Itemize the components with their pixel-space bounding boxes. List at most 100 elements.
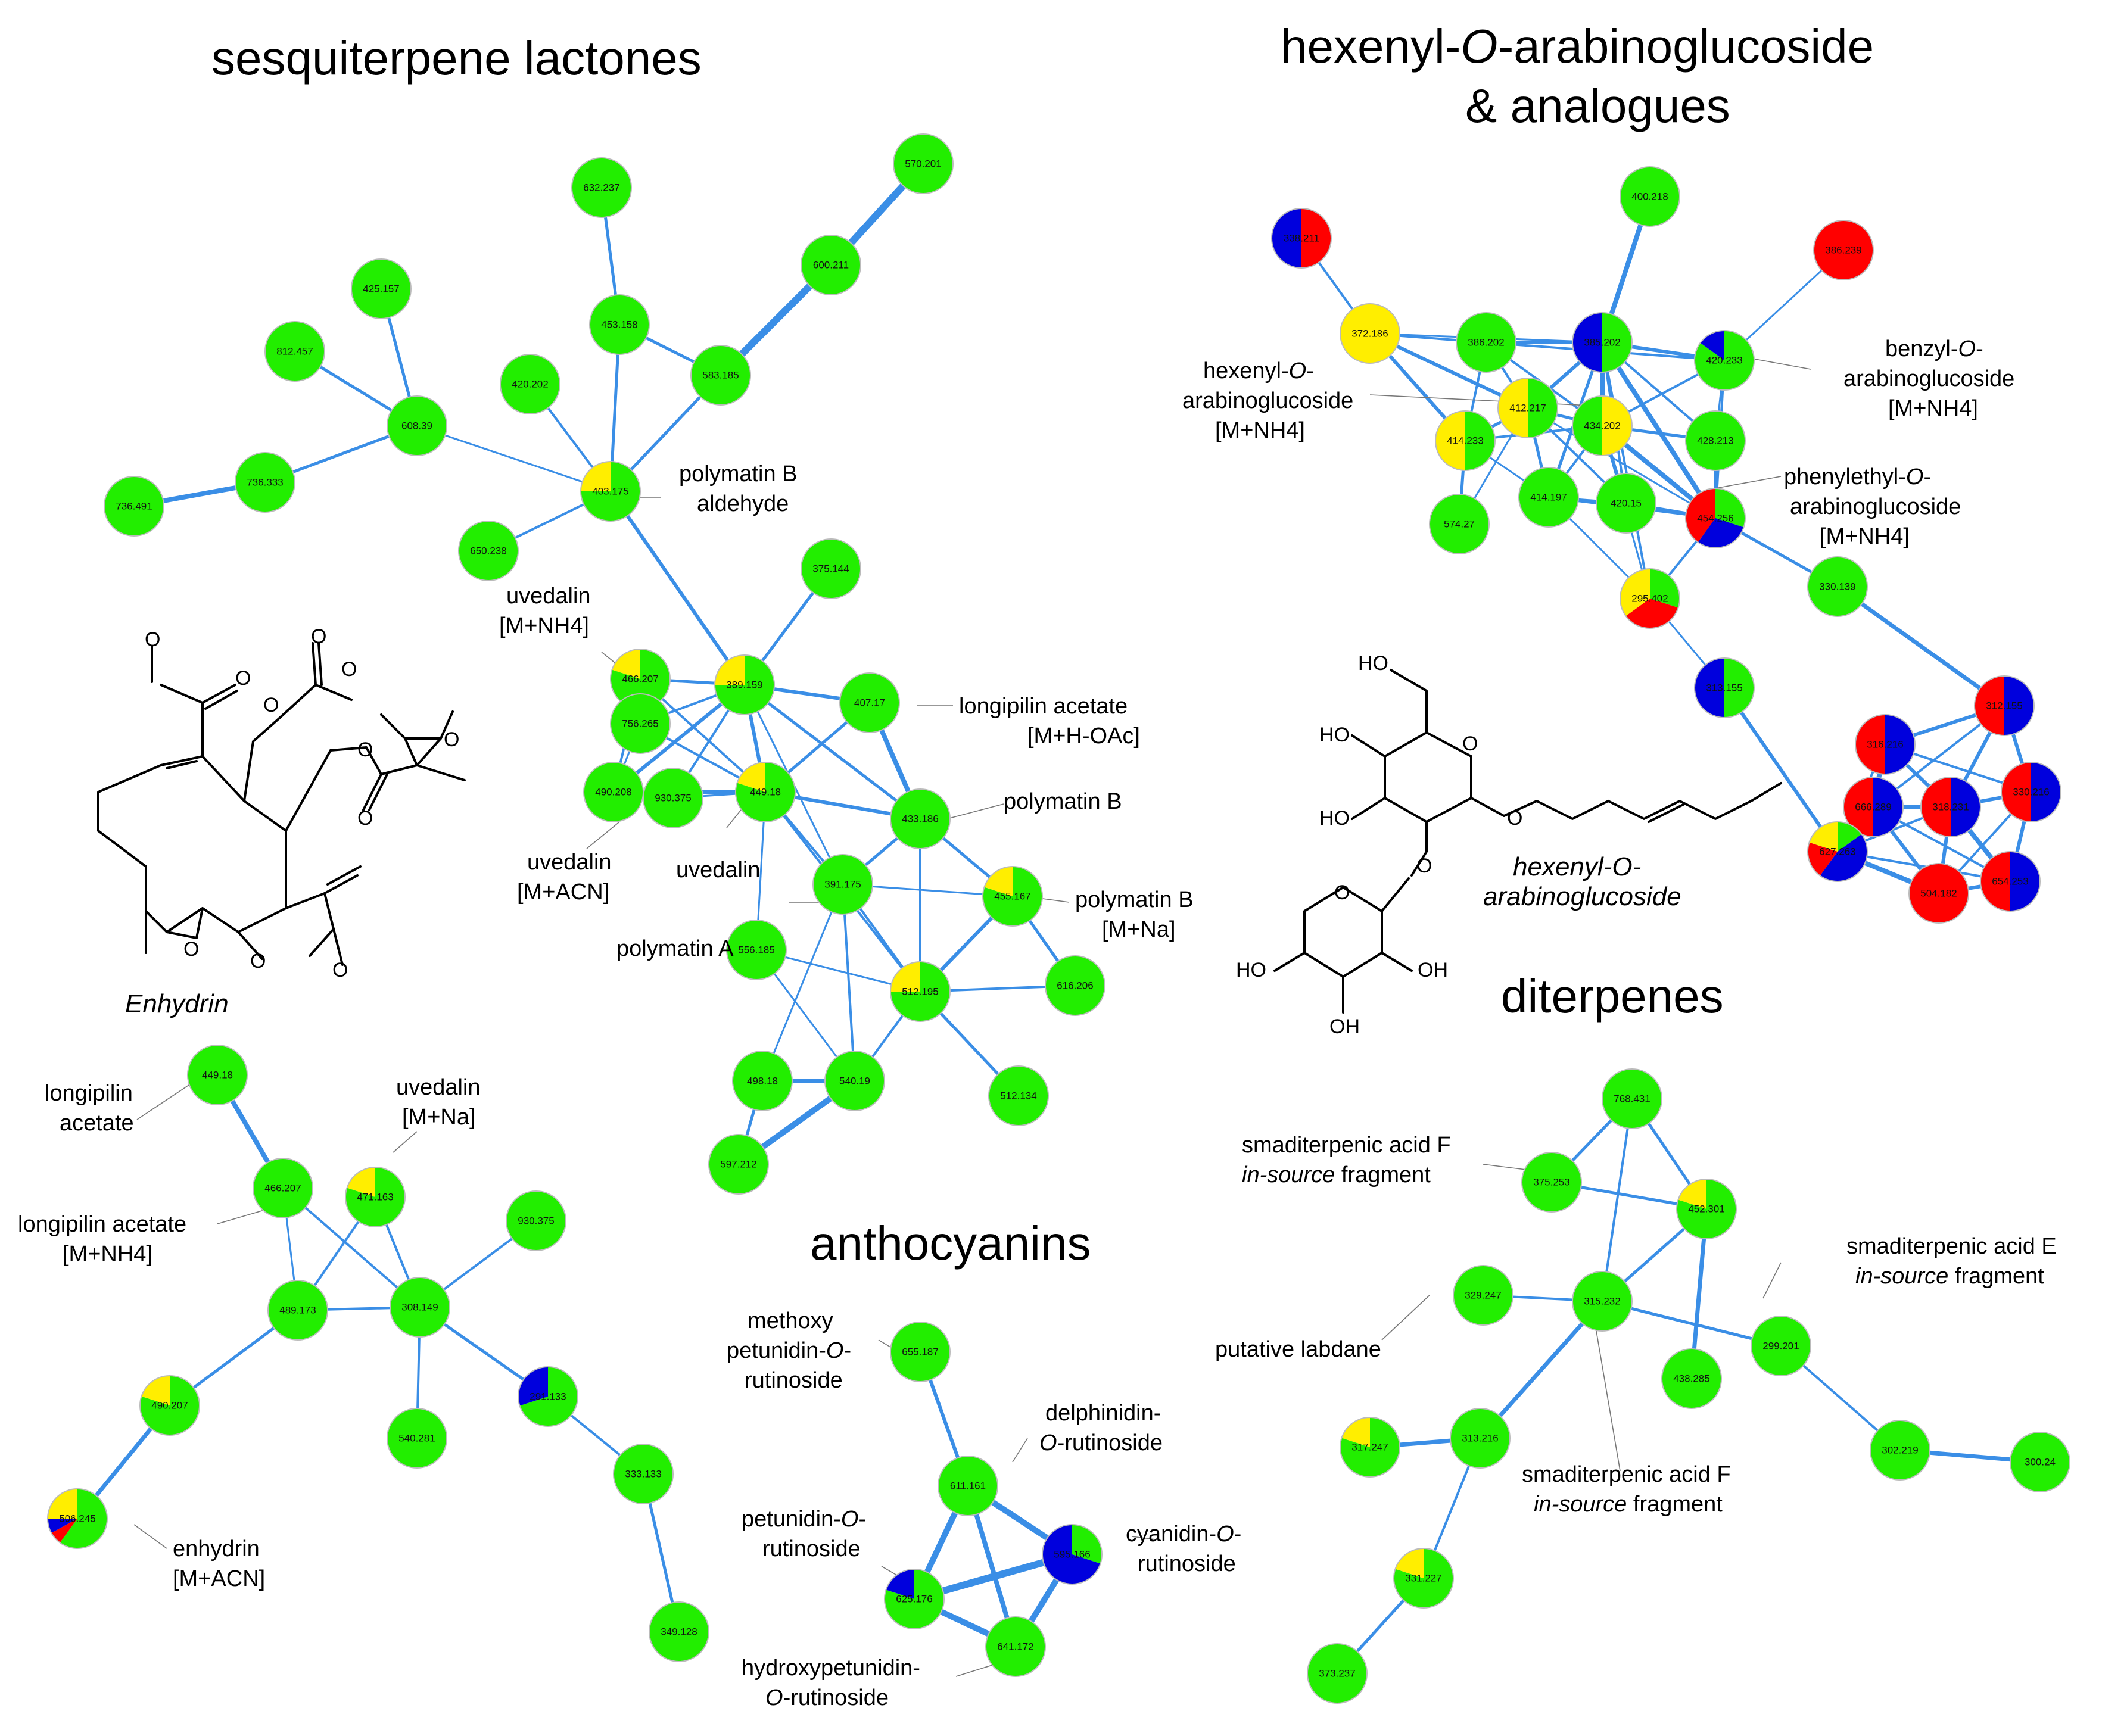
node-h400[interactable]: 400.218 (1620, 166, 1680, 227)
node-s600[interactable]: 600.211 (801, 235, 861, 295)
node-r5[interactable]: 330.216 (2001, 762, 2061, 822)
node-label: 386.202 (1468, 337, 1504, 348)
node-d300[interactable]: 300.24 (2010, 1432, 2070, 1492)
node-h434[interactable]: 434.202 (1572, 395, 1633, 456)
node-d331[interactable]: 331.227 (1393, 1548, 1454, 1609)
node-h295[interactable]: 295.402 (1620, 568, 1680, 629)
node-label: 756.265 (622, 718, 658, 730)
node-s540[interactable]: 540.19 (824, 1051, 885, 1111)
node-s608[interactable]: 608.39 (387, 395, 447, 456)
node-border (812, 854, 873, 915)
node-s930[interactable]: 930.375 (643, 768, 703, 828)
node-r7[interactable]: 504.182 (1908, 863, 1969, 924)
node-a641[interactable]: 641.172 (985, 1616, 1046, 1677)
node-d329[interactable]: 329.247 (1453, 1265, 1513, 1326)
node-d302[interactable]: 302.219 (1870, 1420, 1930, 1481)
node-s407[interactable]: 407.17 (839, 672, 900, 733)
node-s455[interactable]: 455.167 (982, 866, 1043, 927)
node-fill (1307, 1644, 1367, 1703)
node-t540[interactable]: 540.281 (387, 1408, 447, 1469)
edge-s608-s403 (416, 425, 611, 493)
node-s375[interactable]: 375.144 (801, 538, 861, 599)
node-s597[interactable]: 597.212 (708, 1134, 769, 1195)
node-r2[interactable]: 316.216 (1855, 714, 1916, 775)
node-s512b[interactable]: 512.134 (988, 1065, 1049, 1126)
svg-text:HO: HO (1236, 959, 1266, 981)
node-h454[interactable]: 454.256 (1685, 488, 1746, 548)
node-t506[interactable]: 506.245 (47, 1488, 108, 1549)
node-h386a[interactable]: 386.239 (1813, 220, 1874, 280)
node-h428[interactable]: 428.213 (1685, 410, 1746, 471)
node-d313[interactable]: 313.216 (1450, 1408, 1511, 1469)
node-t471[interactable]: 471.163 (345, 1167, 406, 1227)
node-label: 308.149 (401, 1302, 438, 1313)
node-r8[interactable]: 654.253 (1980, 851, 2041, 912)
node-s736b[interactable]: 736.333 (235, 452, 295, 513)
node-s616[interactable]: 616.206 (1045, 955, 1105, 1016)
node-d315[interactable]: 315.232 (1572, 1271, 1633, 1332)
node-h313[interactable]: 313.155 (1694, 657, 1755, 718)
node-a625[interactable]: 625.176 (884, 1569, 945, 1629)
node-d375[interactable]: 375.253 (1521, 1152, 1582, 1213)
svg-text:O: O (444, 728, 459, 751)
node-s466[interactable]: 466.207 (610, 649, 671, 709)
node-h386b[interactable]: 386.202 (1456, 312, 1516, 373)
node-h420a[interactable]: 420.233 (1694, 330, 1755, 391)
node-s433[interactable]: 433.186 (890, 788, 951, 849)
node-h414a[interactable]: 414.233 (1435, 410, 1496, 471)
node-t333[interactable]: 333.133 (613, 1444, 674, 1504)
node-t449[interactable]: 449.18 (187, 1045, 248, 1105)
node-t466[interactable]: 466.207 (253, 1158, 313, 1218)
node-s512a[interactable]: 512.195 (890, 961, 951, 1022)
node-t291[interactable]: 291.133 (518, 1366, 578, 1427)
node-d299[interactable]: 299.201 (1751, 1316, 1811, 1376)
node-a595[interactable]: 595.166 (1042, 1524, 1103, 1585)
node-h412[interactable]: 412.217 (1497, 378, 1558, 438)
node-r1[interactable]: 312.155 (1974, 675, 2035, 736)
node-s498[interactable]: 498.18 (732, 1051, 793, 1111)
node-d373[interactable]: 373.237 (1307, 1643, 1368, 1704)
node-t930[interactable]: 930.375 (506, 1190, 566, 1251)
node-s812[interactable]: 812.457 (264, 321, 325, 382)
pie-slice (2010, 852, 2040, 911)
node-s425[interactable]: 425.157 (351, 258, 412, 319)
node-h330[interactable]: 330.139 (1807, 556, 1868, 617)
node-d438[interactable]: 438.285 (1661, 1348, 1722, 1409)
node-r3[interactable]: 666.289 (1843, 777, 1904, 837)
node-t349[interactable]: 349.128 (649, 1601, 709, 1662)
node-s556[interactable]: 556.185 (726, 920, 787, 980)
node-d317[interactable]: 317.247 (1340, 1417, 1400, 1478)
node-t490[interactable]: 490.207 (139, 1375, 200, 1436)
node-h420b[interactable]: 420.15 (1596, 473, 1656, 534)
node-t489[interactable]: 489.173 (267, 1280, 328, 1341)
node-s756[interactable]: 756.265 (610, 693, 671, 754)
node-h338[interactable]: 338.211 (1271, 208, 1332, 269)
node-t308[interactable]: 308.149 (390, 1277, 450, 1338)
node-border (1870, 1420, 1930, 1481)
node-h414b[interactable]: 414.197 (1518, 467, 1579, 528)
node-d452[interactable]: 452.301 (1676, 1179, 1737, 1239)
node-s453[interactable]: 453.158 (589, 294, 650, 355)
node-s389[interactable]: 389.159 (714, 654, 775, 715)
node-fill (1602, 1069, 1662, 1129)
node-s736a[interactable]: 736.491 (104, 476, 164, 537)
node-s583[interactable]: 583.185 (690, 345, 751, 406)
node-s490[interactable]: 490.208 (583, 762, 644, 822)
node-h574[interactable]: 574.27 (1429, 494, 1490, 554)
node-a611[interactable]: 611.161 (938, 1456, 998, 1516)
node-h372[interactable]: 372.186 (1340, 303, 1400, 364)
node-s650[interactable]: 650.238 (458, 521, 519, 581)
node-label: 291.133 (530, 1391, 566, 1402)
node-h385[interactable]: 385.202 (1572, 312, 1633, 373)
node-s632[interactable]: 632.237 (571, 157, 632, 218)
node-d768[interactable]: 768.431 (1602, 1068, 1662, 1129)
node-label: 428.213 (1697, 435, 1733, 447)
node-a655[interactable]: 655.187 (890, 1322, 951, 1382)
node-r6[interactable]: 627.263 (1807, 821, 1868, 882)
node-s570[interactable]: 570.201 (893, 133, 954, 194)
node-r4[interactable]: 318.231 (1920, 777, 1981, 837)
node-s403[interactable]: 403.175 (580, 461, 641, 522)
node-s420[interactable]: 420.202 (500, 354, 560, 414)
node-s449[interactable]: 449.18 (735, 762, 796, 822)
node-s391[interactable]: 391.175 (812, 854, 873, 915)
